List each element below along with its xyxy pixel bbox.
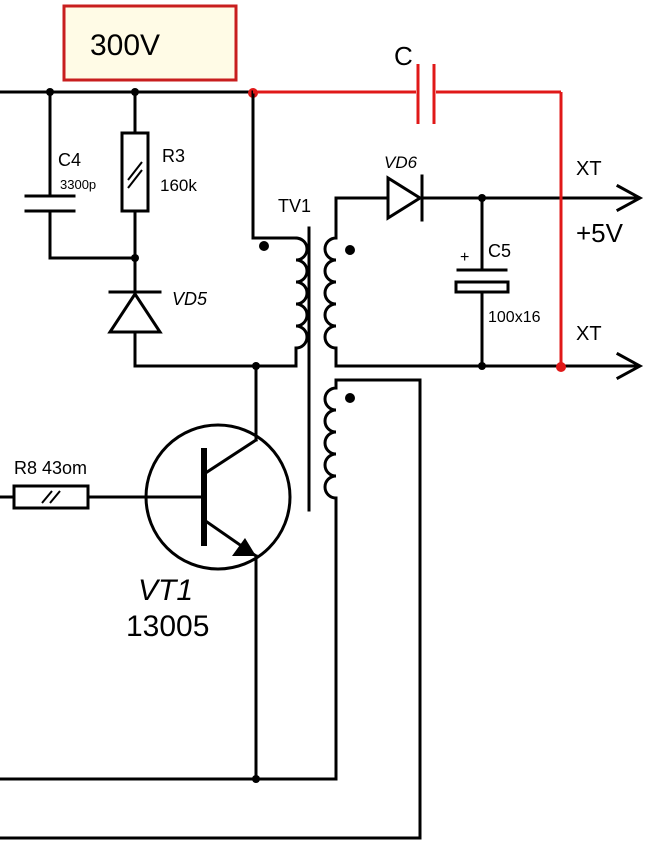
tv1-secondary-winding	[323, 196, 338, 368]
r8-resistor	[12, 484, 90, 510]
tv1-feedback-winding	[323, 378, 338, 517]
c5-plus: +	[460, 249, 469, 266]
c5-label: C5	[488, 241, 511, 261]
vt1-emitter-arrow-icon	[232, 538, 256, 556]
c4-label: C4	[58, 150, 81, 170]
c4-value: 3300p	[60, 177, 96, 192]
vt1-part-number: 13005	[126, 610, 209, 643]
junction-dot	[252, 775, 260, 783]
r3-mark	[127, 169, 143, 189]
xt-arrow-icon	[615, 183, 644, 213]
vd6-diode	[386, 175, 423, 221]
junction-dot	[478, 362, 486, 370]
xt-arrow-icon	[615, 351, 644, 381]
vd6-label: VD6	[384, 153, 418, 172]
vd5-label: VD5	[172, 289, 208, 309]
output-voltage-label: +5V	[576, 218, 624, 248]
c5-value: 100x16	[488, 309, 541, 326]
voltage-box	[62, 4, 238, 82]
r8-mark	[49, 490, 61, 504]
tv1-polarity-dot	[345, 245, 355, 255]
r3-label: R3	[162, 146, 185, 166]
red-junction-dot	[556, 362, 566, 372]
junction-dot	[131, 254, 139, 262]
c-added-label: C	[394, 41, 413, 71]
tv1-primary-winding	[294, 236, 309, 368]
vd5-diode	[107, 291, 163, 334]
tv1-label: TV1	[278, 196, 311, 216]
r8-label: R8 43om	[14, 458, 87, 478]
r8-mark	[41, 490, 53, 504]
vt1-collector-lead	[204, 437, 259, 475]
vt1-label: VT1	[138, 574, 193, 607]
xt-top-label: XT	[576, 158, 602, 180]
r3-mark	[127, 161, 143, 181]
tv1-polarity-dot	[345, 393, 355, 403]
xt-bottom-label: XT	[576, 323, 602, 345]
r3-value: 160k	[160, 176, 197, 195]
voltage-label: 300V	[90, 29, 160, 62]
tv1-polarity-dot	[259, 241, 269, 251]
